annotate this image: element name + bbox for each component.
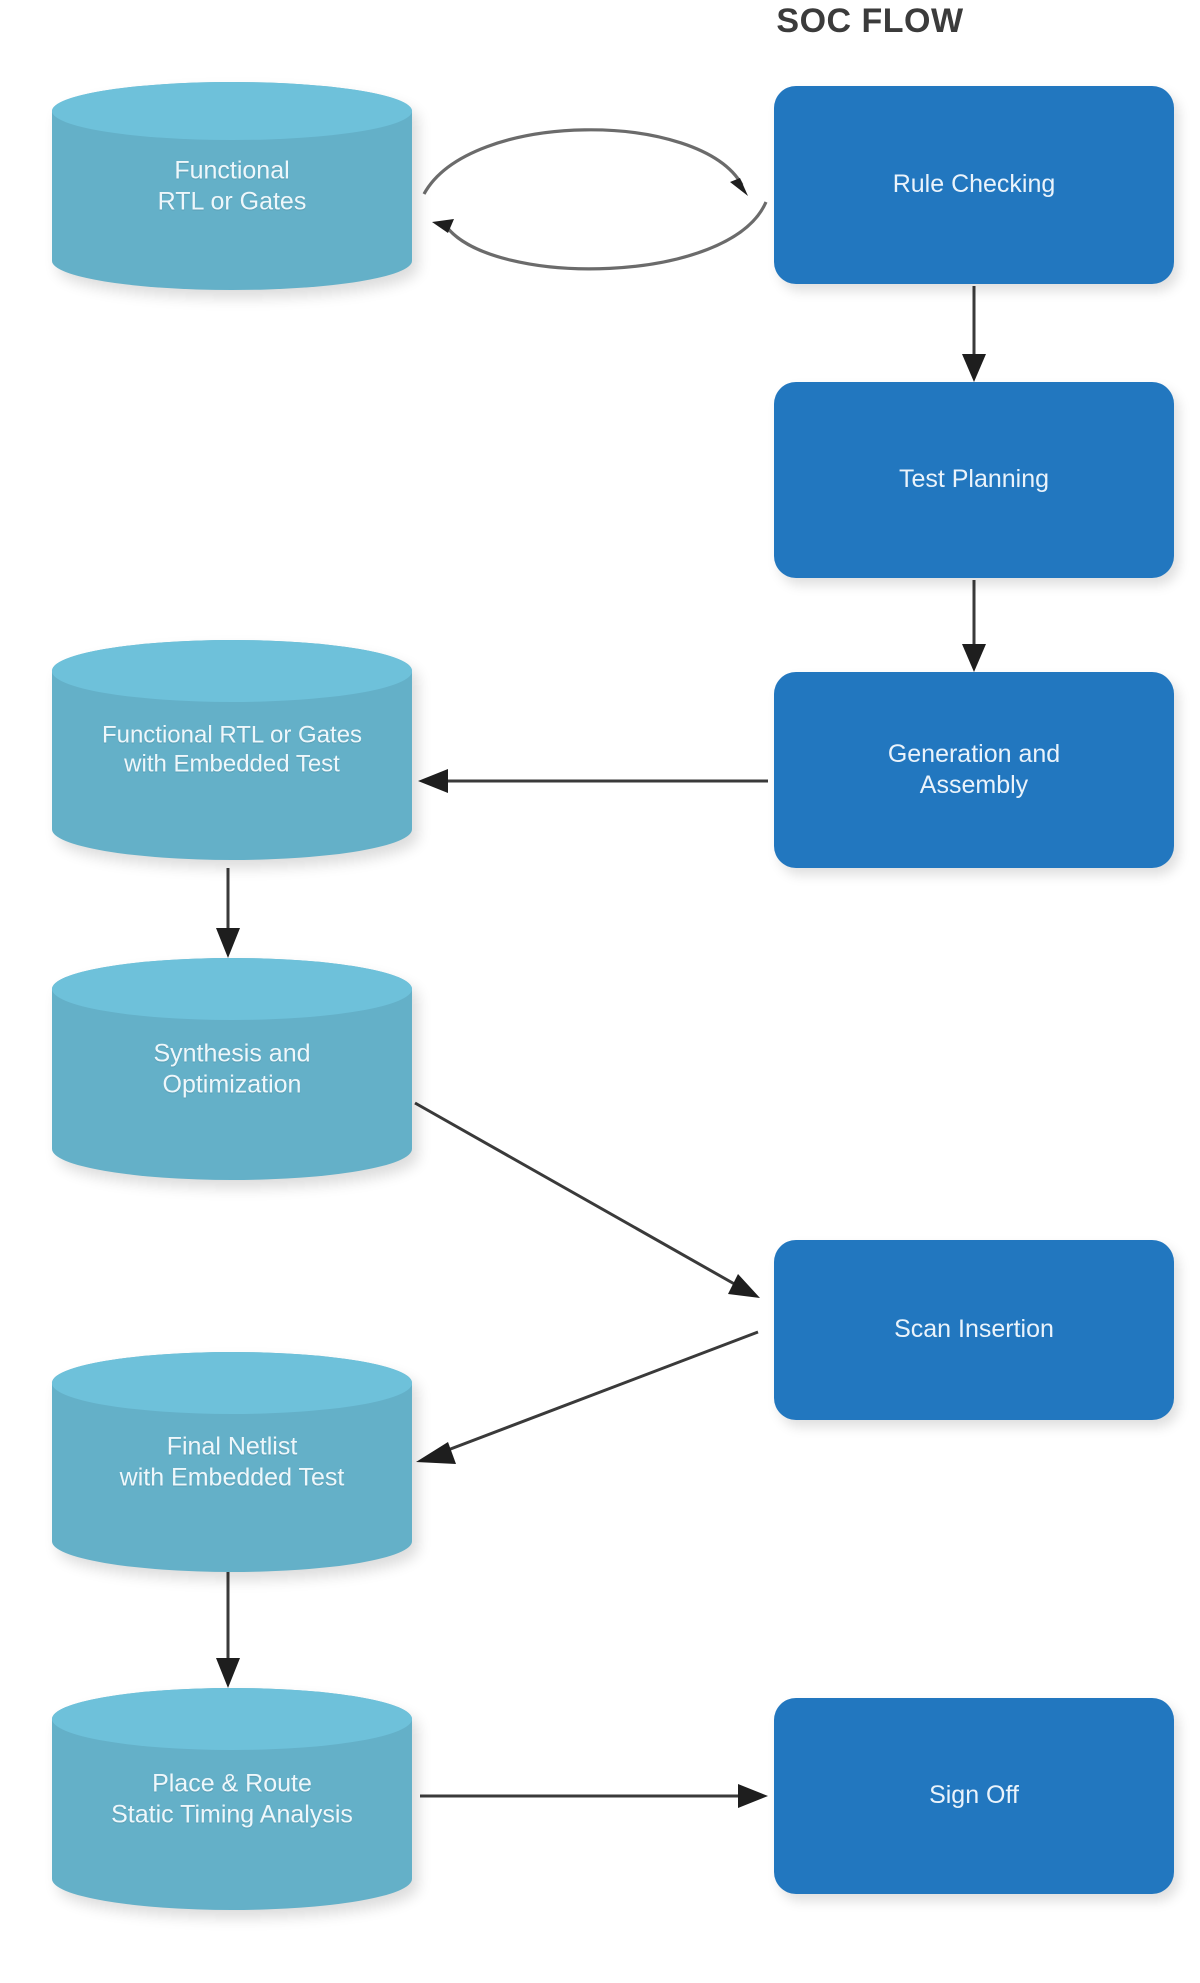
node-label-line-1: Functional	[174, 156, 290, 185]
node-sign-off-label: Sign Off	[929, 1781, 1019, 1810]
node-synthesis-optimization-label: Synthesis and Optimization	[52, 1039, 412, 1100]
node-place-route-label: Place & Route Static Timing Analysis	[52, 1769, 412, 1830]
edge-generation-assembly-to-functional-rtl-embedded	[418, 769, 768, 793]
node-scan-insertion-label: Scan Insertion	[894, 1315, 1054, 1344]
cylinder-top-ellipse	[52, 1688, 412, 1751]
node-label-line-1: Synthesis and	[153, 1039, 311, 1068]
node-label-line-2: Static Timing Analysis	[111, 1800, 353, 1828]
edge-test-planning-to-generation-assembly	[962, 580, 986, 672]
node-synthesis-optimization[interactable]: Synthesis and Optimization	[52, 958, 412, 1180]
cylinder-top-ellipse	[52, 1352, 412, 1414]
node-label-line-2: Optimization	[162, 1070, 302, 1098]
node-final-netlist-label: Final Netlist with Embedded Test	[52, 1432, 412, 1493]
page-title: SOC FLOW	[776, 2, 964, 40]
node-label-line-2: Assembly	[919, 771, 1029, 799]
cylinder-top-ellipse	[52, 958, 412, 1021]
node-label-line-1: Place & Route	[152, 1769, 312, 1798]
node-rule-checking-label: Rule Checking	[892, 170, 1056, 199]
node-rule-checking[interactable]: Rule Checking	[774, 86, 1174, 284]
node-label-line-1: Functional RTL or Gates	[101, 721, 363, 749]
node-label-line-1: Final Netlist	[166, 1432, 298, 1461]
node-generation-assembly-label: Generation and Assembly	[878, 739, 1070, 802]
node-place-route[interactable]: Place & Route Static Timing Analysis	[52, 1688, 412, 1910]
edge-synthesis-to-scan-insertion	[414, 1101, 760, 1298]
node-label-line-2: with Embedded Test	[124, 751, 340, 778]
edge-functional-rtl-to-rule-checking	[422, 128, 748, 196]
edge-rule-checking-to-test-planning	[962, 286, 986, 382]
node-label-line-2: with Embedded Test	[119, 1463, 345, 1491]
cylinder-top-ellipse	[52, 82, 412, 141]
node-sign-off[interactable]: Sign Off	[774, 1698, 1174, 1894]
cylinder-top-ellipse	[52, 640, 412, 702]
edge-functional-rtl-embedded-to-synthesis	[216, 868, 240, 958]
edge-scan-insertion-to-final-netlist	[416, 1330, 759, 1464]
node-functional-rtl[interactable]: Functional RTL or Gates	[52, 82, 412, 290]
edge-place-route-to-sign-off	[420, 1784, 768, 1808]
node-test-planning-label: Test Planning	[898, 465, 1050, 494]
node-functional-rtl-embedded[interactable]: Functional RTL or Gates with Embedded Te…	[52, 640, 412, 860]
node-generation-assembly[interactable]: Generation and Assembly	[774, 672, 1174, 868]
edge-final-netlist-to-place-route	[216, 1572, 240, 1688]
node-scan-insertion[interactable]: Scan Insertion	[774, 1240, 1174, 1420]
node-final-netlist[interactable]: Final Netlist with Embedded Test	[52, 1352, 412, 1572]
node-functional-rtl-embedded-label: Functional RTL or Gates with Embedded Te…	[52, 721, 412, 780]
node-label-line-1: Generation and	[887, 739, 1061, 768]
edge-rule-checking-to-functional-rtl	[432, 201, 768, 271]
node-test-planning[interactable]: Test Planning	[774, 382, 1174, 578]
node-label-line-2: RTL or Gates	[157, 187, 307, 215]
node-functional-rtl-label: Functional RTL or Gates	[52, 156, 412, 217]
